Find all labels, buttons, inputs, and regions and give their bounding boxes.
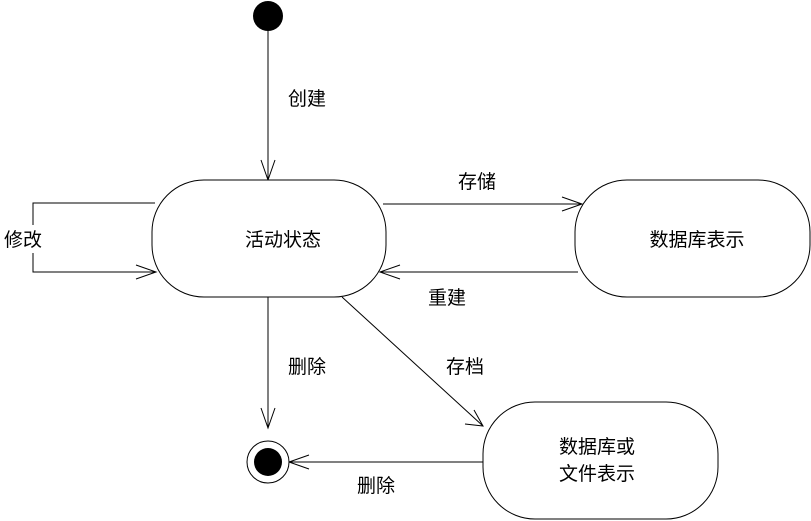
active-state-label: 活动状态 (245, 229, 321, 251)
modify-self-loop-line (32, 202, 156, 273)
initial-state-dot (253, 1, 283, 31)
db-or-file-state-label-line2: 文件表示 (559, 463, 635, 485)
modify-transition-label: 修改 (4, 229, 42, 251)
db-or-file-state-label-line1: 数据库或 (559, 436, 635, 458)
create-transition-label: 创建 (288, 88, 326, 110)
db-repr-state-box (574, 179, 811, 298)
delete-transition-label: 删除 (288, 356, 326, 378)
final-state-dot (254, 448, 282, 476)
rebuild-transition-arrowhead (378, 264, 401, 280)
active-state-box (151, 179, 387, 298)
modify-label-bg (0, 225, 50, 253)
archive-transition-arrowhead (464, 409, 484, 427)
rebuild-transition-label: 重建 (428, 287, 466, 309)
archive-transition-label: 存档 (446, 356, 484, 378)
archive-transition-line (341, 296, 484, 427)
db-repr-state-label: 数据库表示 (649, 229, 744, 251)
store-transition-arrowhead (561, 196, 584, 212)
modify-self-loop-arrowhead (135, 264, 158, 280)
archive-delete-transition-label: 删除 (357, 475, 395, 497)
delete-transition-arrowhead (260, 407, 276, 430)
store-transition-label: 存储 (458, 171, 496, 193)
db-or-file-state-box (482, 401, 719, 520)
